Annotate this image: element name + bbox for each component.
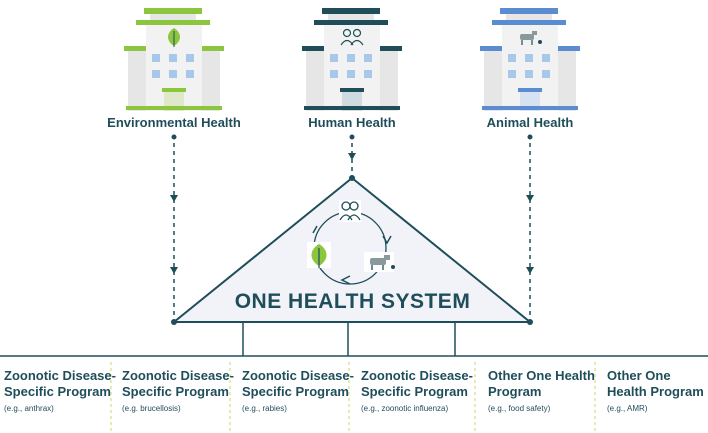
one-health-triangle <box>171 176 533 323</box>
program-card: Zoonotic Disease-Specific Program (e.g.,… <box>4 368 118 414</box>
program-title: Zoonotic Disease-Specific Program <box>122 368 234 399</box>
environmental-health-building <box>122 0 226 112</box>
dept-label-animal: Animal Health <box>486 115 574 130</box>
program-example: (e.g., zoonotic influenza) <box>361 404 449 413</box>
program-example: (e.g. brucellosis) <box>122 404 181 413</box>
program-card: Other One Health Program (e.g., AMR) <box>607 368 707 414</box>
program-card: Zoonotic Disease-Specific Program (e.g.,… <box>361 368 475 414</box>
program-example: (e.g., rabies) <box>242 404 287 413</box>
dept-label-environmental: Environmental Health <box>107 115 241 130</box>
program-title: Other One Health Program <box>488 368 595 399</box>
dashed-connector-animal <box>526 134 534 318</box>
program-example: (e.g., food safety) <box>488 404 551 413</box>
human-health-building <box>300 0 404 112</box>
system-title: ONE HEALTH SYSTEM <box>234 290 471 313</box>
program-card: Zoonotic Disease-Specific Program (e.g.,… <box>242 368 356 414</box>
dashed-connector-env <box>170 134 178 318</box>
animal-health-building <box>478 0 582 112</box>
program-example: (e.g., anthrax) <box>4 404 54 413</box>
people-icon <box>339 200 361 222</box>
program-title: Zoonotic Disease-Specific Program <box>4 368 116 399</box>
program-card: Other One Health Program (e.g., food saf… <box>488 368 602 414</box>
program-card: Zoonotic Disease-Specific Program (e.g. … <box>122 368 236 414</box>
program-title: Zoonotic Disease-Specific Program <box>242 368 354 399</box>
program-title: Zoonotic Disease-Specific Program <box>361 368 473 399</box>
program-title: Other One Health Program <box>607 368 704 399</box>
leaf-icon <box>307 242 331 268</box>
program-example: (e.g., AMR) <box>607 404 648 413</box>
dept-label-human: Human Health <box>308 115 396 130</box>
goat-icon <box>364 252 395 272</box>
dashed-connector-human <box>348 134 356 178</box>
